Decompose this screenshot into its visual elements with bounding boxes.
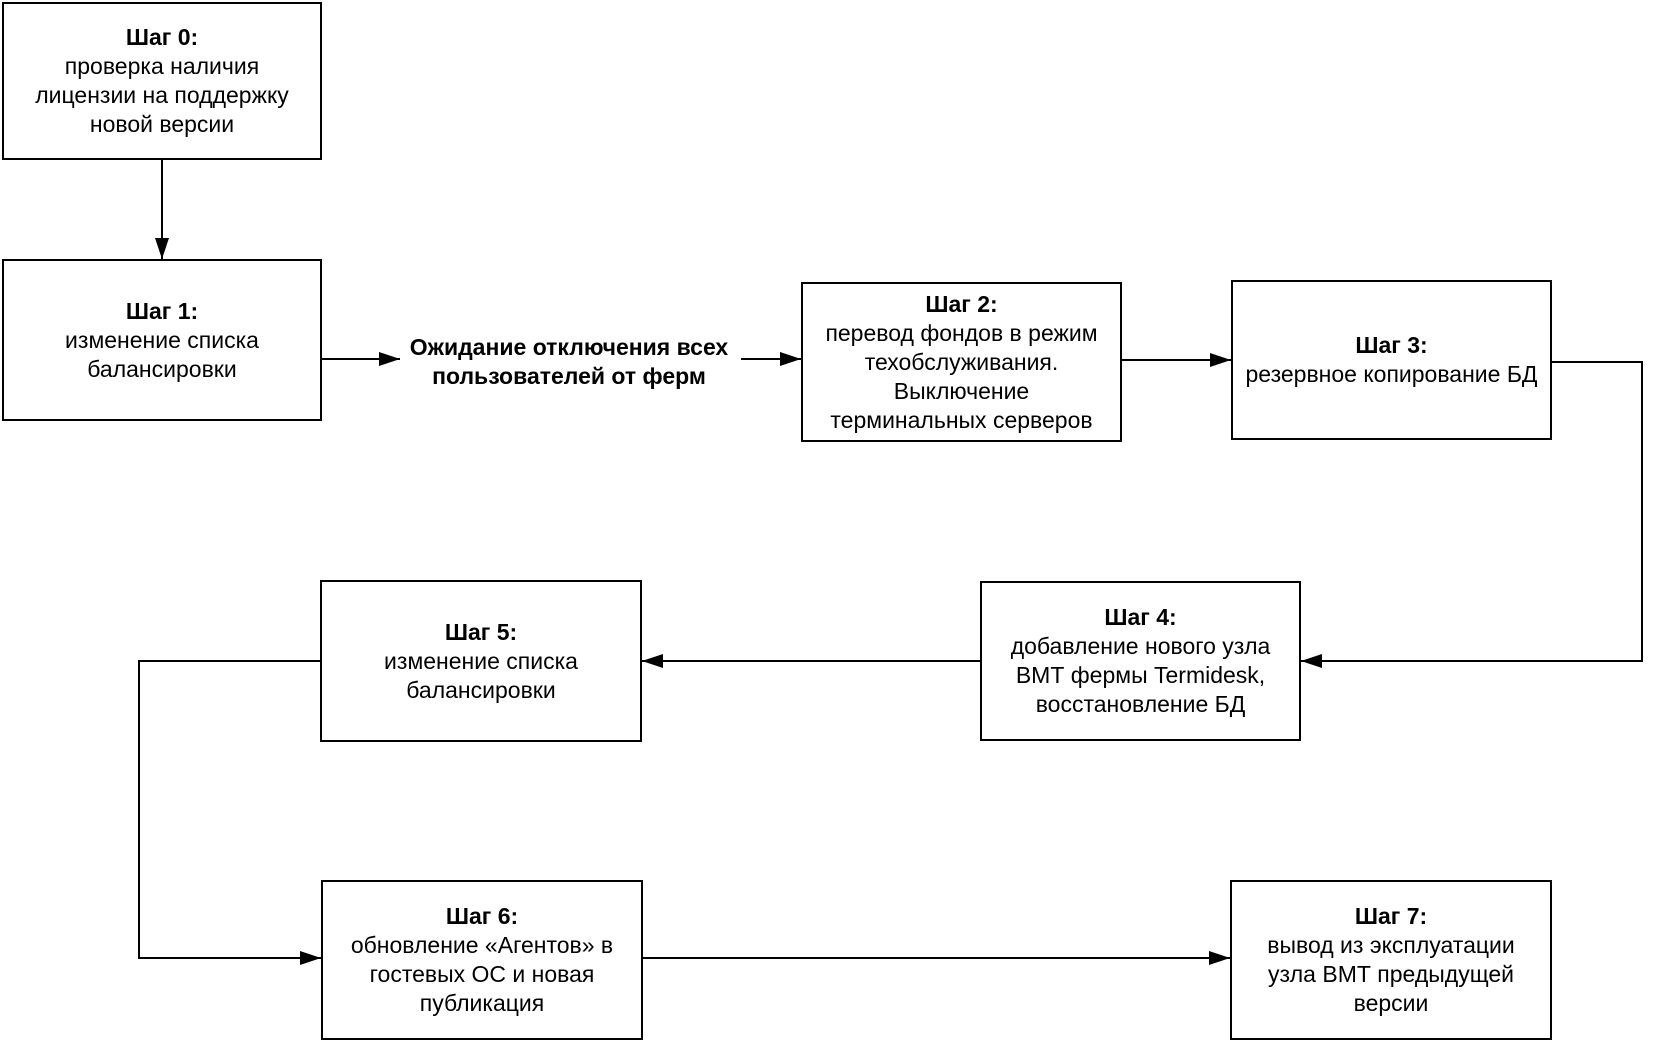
step-4-box: Шаг 4: добавление нового узла ВМТ фермы … — [980, 581, 1301, 741]
step-7-title: Шаг 7: — [1354, 903, 1428, 929]
step-5-box: Шаг 5: изменение списка балансировки — [320, 580, 642, 742]
connector-step5-step6 — [138, 660, 321, 965]
step-4-title: Шаг 4: — [1104, 604, 1177, 630]
step-0-title: Шаг 0: — [125, 24, 199, 50]
step-1-text-line: изменение списка — [65, 326, 259, 353]
step-2-title: Шаг 2: — [925, 290, 998, 317]
step-6-text-line: публикация — [419, 990, 545, 1016]
step-6-text-line: обновление «Агентов» в — [350, 932, 614, 958]
edge-label-text-line: Ожидание отключения всех — [409, 334, 729, 360]
step-0-text-line: проверка наличия — [64, 53, 260, 79]
connector-step3-step4 — [1301, 361, 1643, 668]
step-3-title: Шаг 3: — [1355, 332, 1428, 358]
step-5-text-line: балансировки — [406, 676, 556, 703]
step-4-text-line: восстановление БД — [1035, 691, 1246, 717]
step-1-text-line: балансировки — [87, 355, 237, 382]
step-1-box: Шаг 1: изменение списка балансировки — [2, 259, 322, 421]
step-2-text-line: перевод фондов в режим — [825, 319, 1098, 346]
step-7-text-line: версии — [1353, 990, 1429, 1016]
step-2-text-line: Выключение — [893, 377, 1030, 404]
step-7-text-line: вывод из эксплуатации — [1267, 932, 1515, 958]
step-2-box: Шаг 2: перевод фондов в режим техобслужи… — [801, 282, 1122, 442]
step-4-text-line: добавление нового узла — [1010, 633, 1271, 659]
step-3-box: Шаг 3: резервное копирование БД — [1231, 280, 1552, 440]
edge-label-waiting-users: Ожидание отключения всех пользователей о… — [397, 333, 741, 391]
step-2-text-line: терминальных серверов — [830, 406, 1093, 433]
step-0-text-line: новой версии — [89, 111, 235, 137]
step-1-title: Шаг 1: — [125, 297, 199, 324]
step-5-title: Шаг 5: — [444, 618, 518, 645]
step-6-text-line: гостевых ОС и новая — [369, 961, 595, 987]
step-7-text-line: узла ВМТ предыдущей — [1267, 961, 1515, 987]
step-7-box: Шаг 7: вывод из эксплуатации узла ВМТ пр… — [1230, 880, 1552, 1040]
step-0-box: Шаг 0: проверка наличия лицензии на подд… — [2, 2, 322, 160]
step-4-text-line: ВМТ фермы Termidesk, — [1015, 662, 1266, 688]
step-2-text-line: техобслуживания. — [864, 348, 1059, 375]
step-6-title: Шаг 6: — [445, 903, 519, 929]
edge-label-text-line: пользователей от ферм — [432, 363, 706, 389]
step-3-text-line: резервное копирование БД — [1245, 361, 1538, 387]
step-5-text-line: изменение списка — [384, 647, 578, 674]
step-6-box: Шаг 6: обновление «Агентов» в гостевых О… — [321, 880, 643, 1040]
step-0-text-line: лицензии на поддержку — [35, 82, 289, 108]
